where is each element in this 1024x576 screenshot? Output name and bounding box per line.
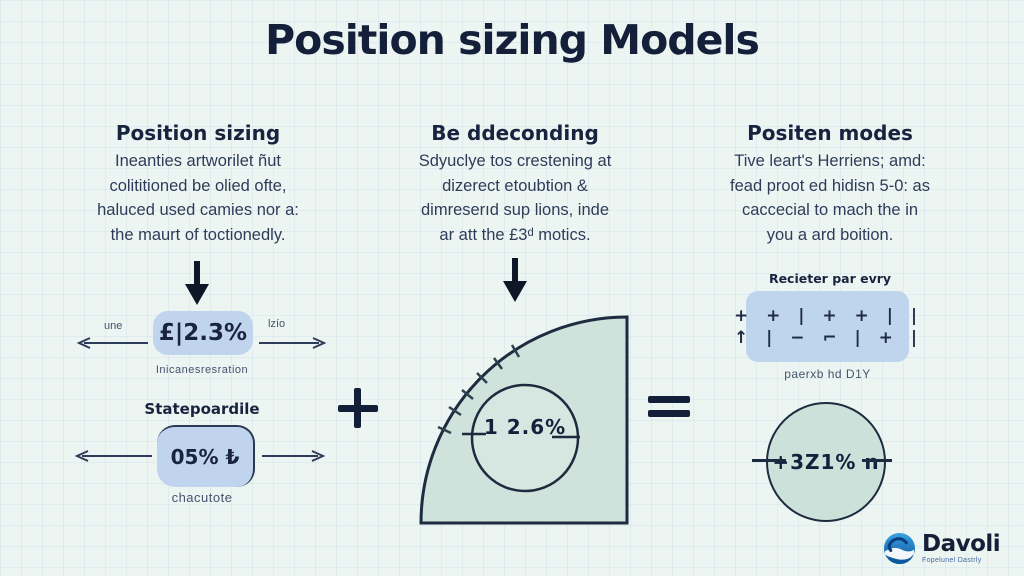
logo-wordmark: Davoli xyxy=(922,531,1001,557)
down-arrow-icon xyxy=(503,258,527,302)
tally-row: + + | + + | | xyxy=(733,305,922,326)
column1-heading: Position sizing xyxy=(115,121,281,145)
right-arrow-icon xyxy=(262,450,326,462)
stop-percent-box: 05% ₺ xyxy=(157,425,255,487)
column2-heading: Be ddeconding xyxy=(431,121,599,145)
right-arrow-icon xyxy=(259,337,327,349)
column3-paragraph: Tive leart's Herriens; amd: fead proot e… xyxy=(692,149,968,247)
tally-grid-title: Recieter par evry xyxy=(768,271,892,286)
box2-caption: chacutote xyxy=(171,490,233,505)
box1-right-label: lzío xyxy=(268,318,286,330)
gauge-ticks xyxy=(437,344,521,435)
quarter-circle-value: 1 2.6% xyxy=(483,415,567,439)
text-line: fead proot ed hidisn 5-0: as xyxy=(730,176,930,195)
column1-paragraph: Ineanties artworilet ñut colititioned be… xyxy=(62,149,334,247)
tally-row: ↑ | − ⌐ | + | xyxy=(733,327,922,348)
box1-value: £|2.3% xyxy=(158,320,248,346)
box2-value: 05% ₺ xyxy=(170,445,240,469)
circle-left-dash xyxy=(752,459,786,462)
risk-percent-box: £|2.3% xyxy=(153,311,253,355)
text-line: caccecial to mach the in xyxy=(741,201,919,219)
text-line: haluced used camies nor a: xyxy=(97,201,299,219)
text-line: Tive leart's Herriens; amd: xyxy=(734,152,926,170)
tally-grid-box: + + | + + | | ↑ | − ⌐ | + | xyxy=(734,291,917,362)
left-arrow-icon xyxy=(76,337,148,349)
left-arrow-icon xyxy=(74,450,152,462)
result-circle-value: +3Z1% n xyxy=(772,450,880,474)
quarter-circle-chart xyxy=(419,315,629,525)
box2-title: Statepoardile xyxy=(144,400,260,418)
text-line: ar att the £3ᵈ motics. xyxy=(439,225,591,244)
circle-right-dash xyxy=(862,459,892,462)
plus-icon xyxy=(338,388,378,428)
brand-logo: Davoli Fopelunel Dastrly xyxy=(882,531,1001,566)
text-line: Ineanties artworilet ñut xyxy=(114,152,281,170)
equals-icon xyxy=(648,396,690,417)
column3-heading: Positen modes xyxy=(747,121,913,145)
text-line: the maurt of toctionedly. xyxy=(110,225,286,244)
down-arrow-icon xyxy=(185,261,209,305)
text-line: colititioned be olied ofte, xyxy=(109,176,287,195)
text-line: you a ard boition. xyxy=(766,225,894,244)
tally-grid-caption: paerxb hd D1Y xyxy=(784,367,871,381)
column2-paragraph: Sdyuclye tos crestening at dizerect etou… xyxy=(378,149,652,247)
box1-left-label: une xyxy=(104,320,123,332)
logo-globe-icon xyxy=(883,532,916,565)
page-title: Position sizing Models xyxy=(265,16,760,64)
text-line: dizerect etoubtion & xyxy=(442,176,588,195)
box1-caption: Inicanesresration xyxy=(155,364,249,376)
logo-tagline: Fopelunel Dastrly xyxy=(922,557,982,564)
text-line: dimreserıd sup lions, inde xyxy=(420,201,609,219)
text-line: Sdyuclye tos crestening at xyxy=(418,152,612,170)
result-circle: +3Z1% n xyxy=(766,402,886,522)
